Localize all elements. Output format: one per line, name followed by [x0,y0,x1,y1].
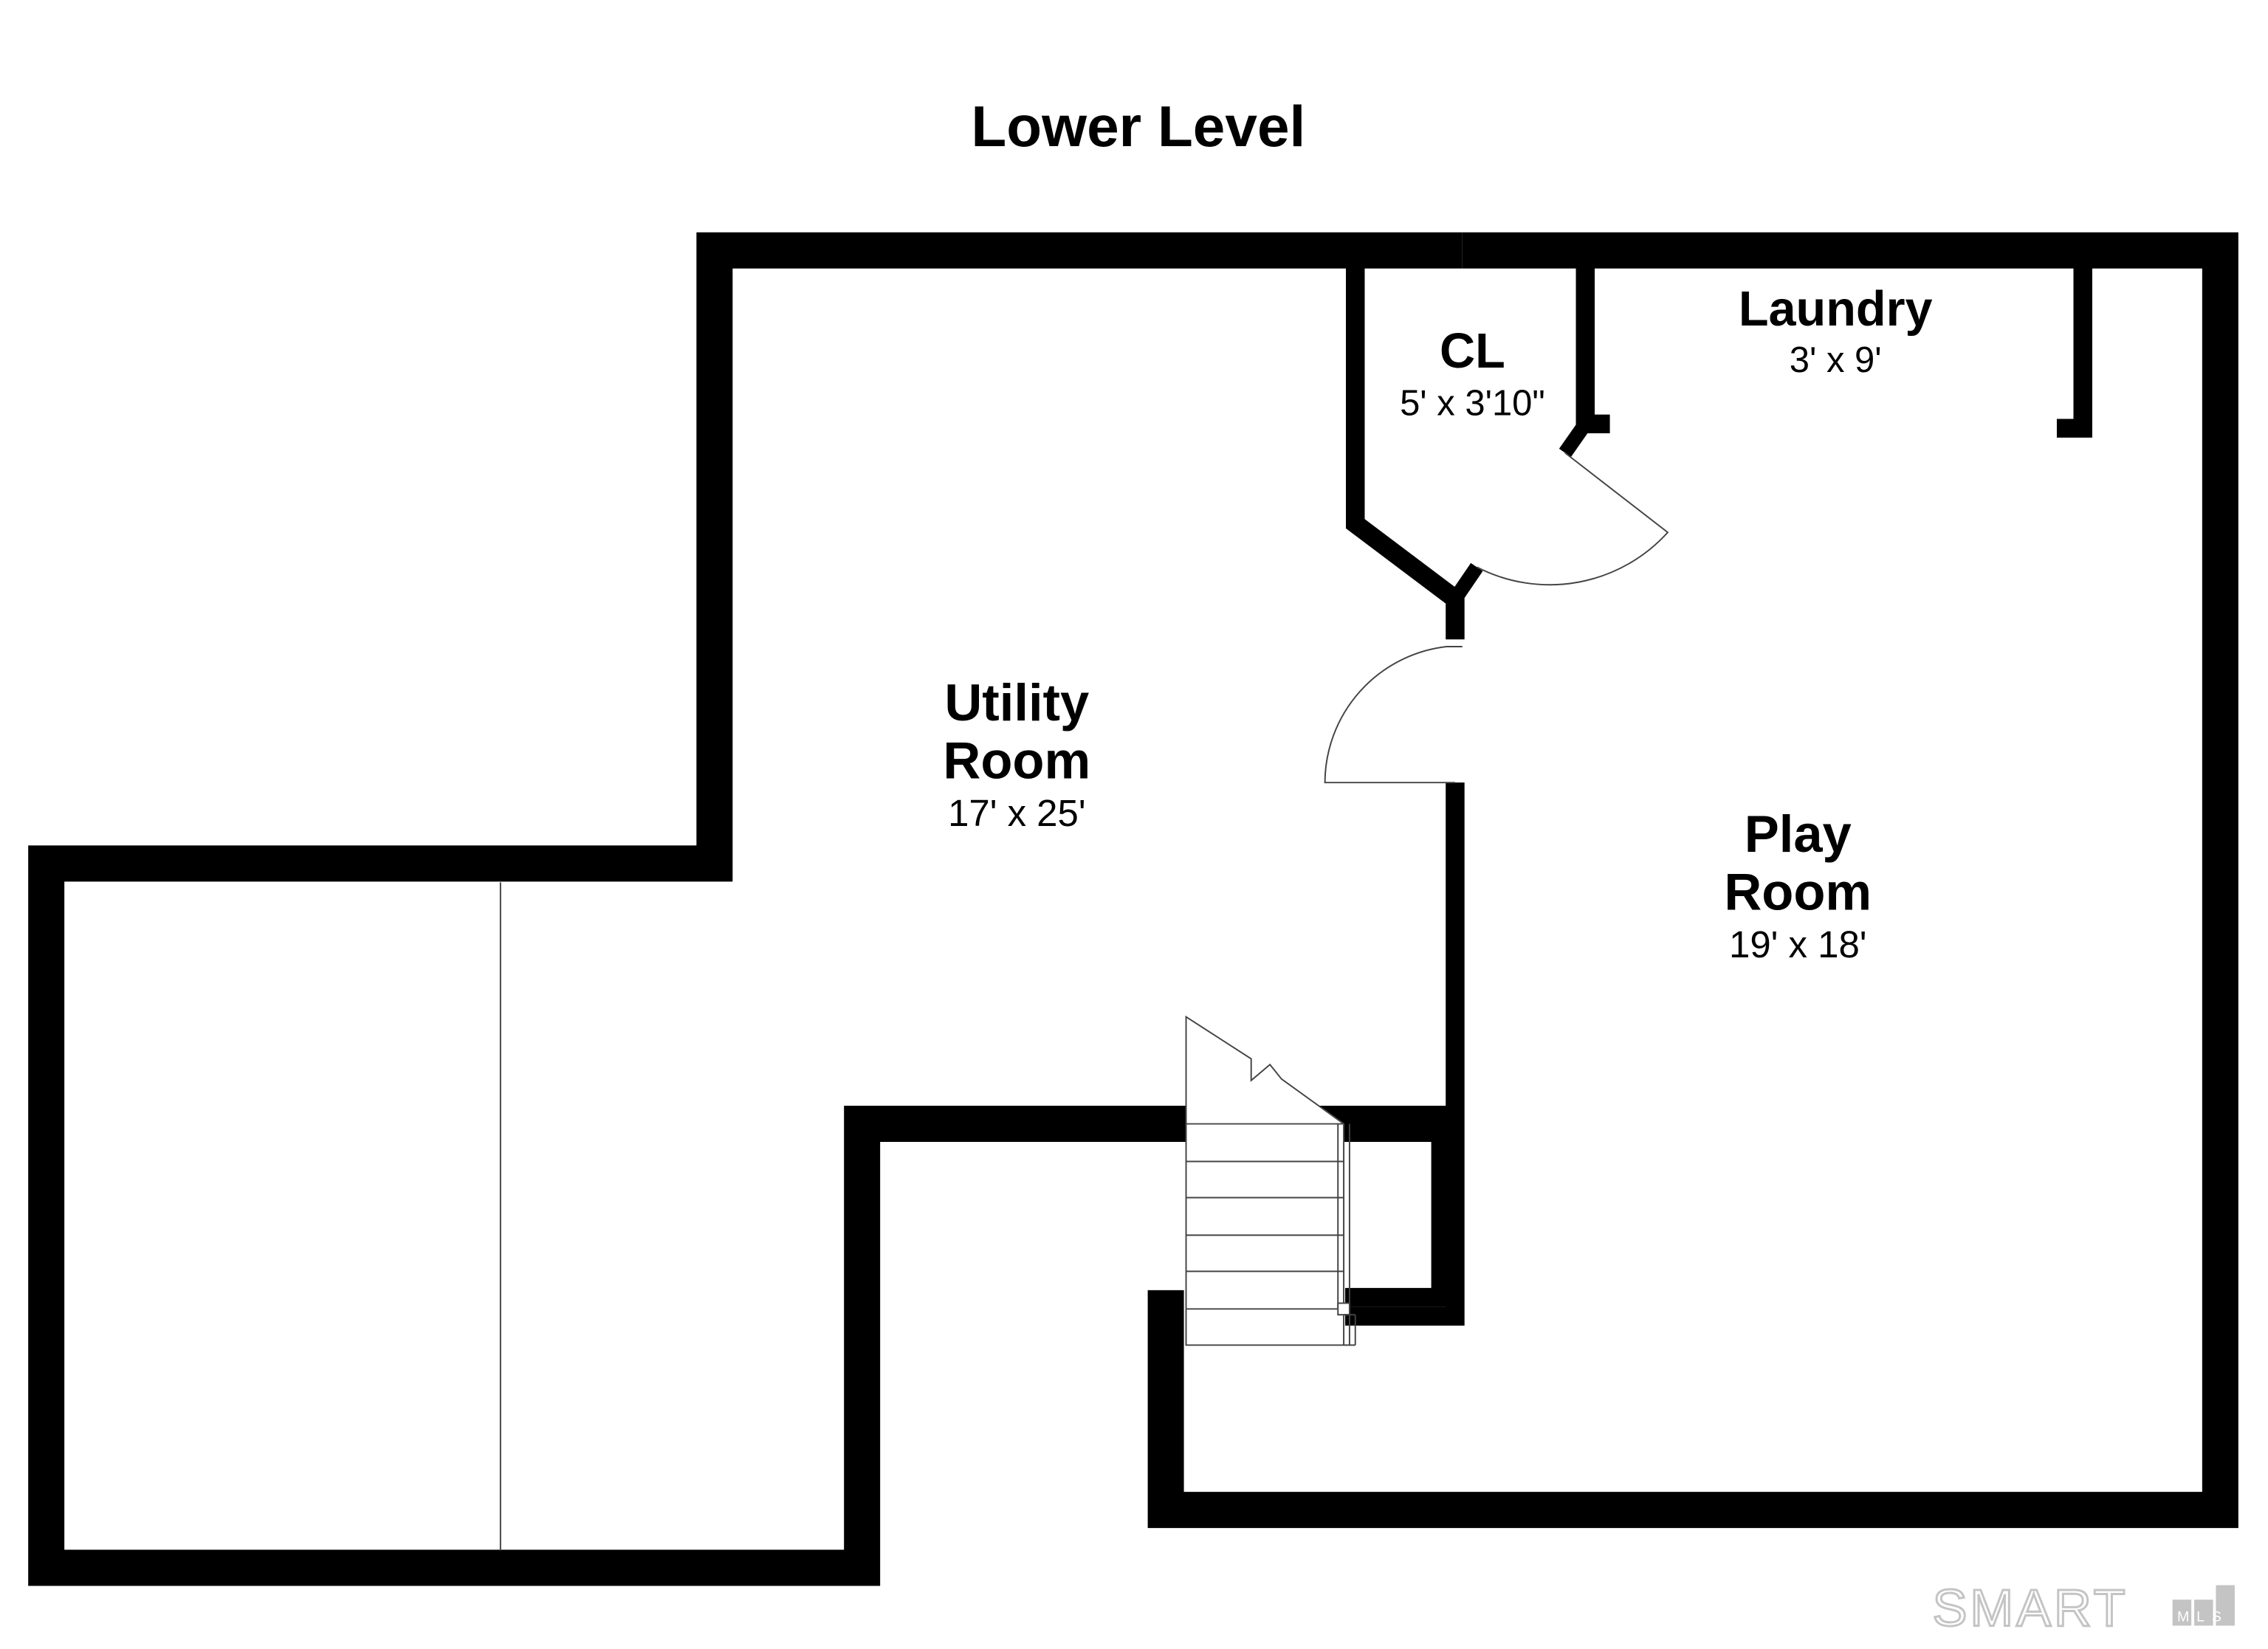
laundry-dims: 3' x 9' [1790,340,1882,380]
staircase [1185,1015,1356,1346]
utility-door-swing [1324,646,1463,784]
utility-room-name-line2: Room [943,731,1090,789]
watermark-box-s [2216,1585,2235,1626]
room-label-closet: CL 5' x 3'10" [1400,324,1545,424]
room-label-utility: Utility Room 17' x 25' [943,673,1090,834]
room-label-laundry: Laundry 3' x 9' [1739,282,1933,380]
closet-door-swing [1476,452,1669,586]
watermark-box-m [2172,1600,2192,1626]
closet-name: CL [1440,324,1505,379]
watermark-brand: SMART [1932,1578,2128,1636]
watermark-box-l [2194,1600,2213,1626]
utility-room-name-line1: Utility [944,673,1089,731]
laundry-name: Laundry [1739,282,1933,337]
thin-lines [499,452,1669,1551]
play-room-name-line2: Room [1724,863,1872,921]
room-label-play: Play Room 19' x 18' [1724,805,1872,965]
closet-dims: 5' x 3'10" [1400,384,1545,424]
smart-mls-watermark: SMART MLS [1931,1577,2235,1638]
page-title: Lower Level [971,94,1305,159]
interior-walls [1345,267,2092,1326]
play-room-dims: 19' x 18' [1729,923,1866,965]
watermark-suffix: MLS [2177,1609,2229,1625]
play-room-name-line1: Play [1745,805,1852,863]
utility-room-dims: 17' x 25' [948,792,1085,834]
exterior-walls [28,232,2238,1586]
